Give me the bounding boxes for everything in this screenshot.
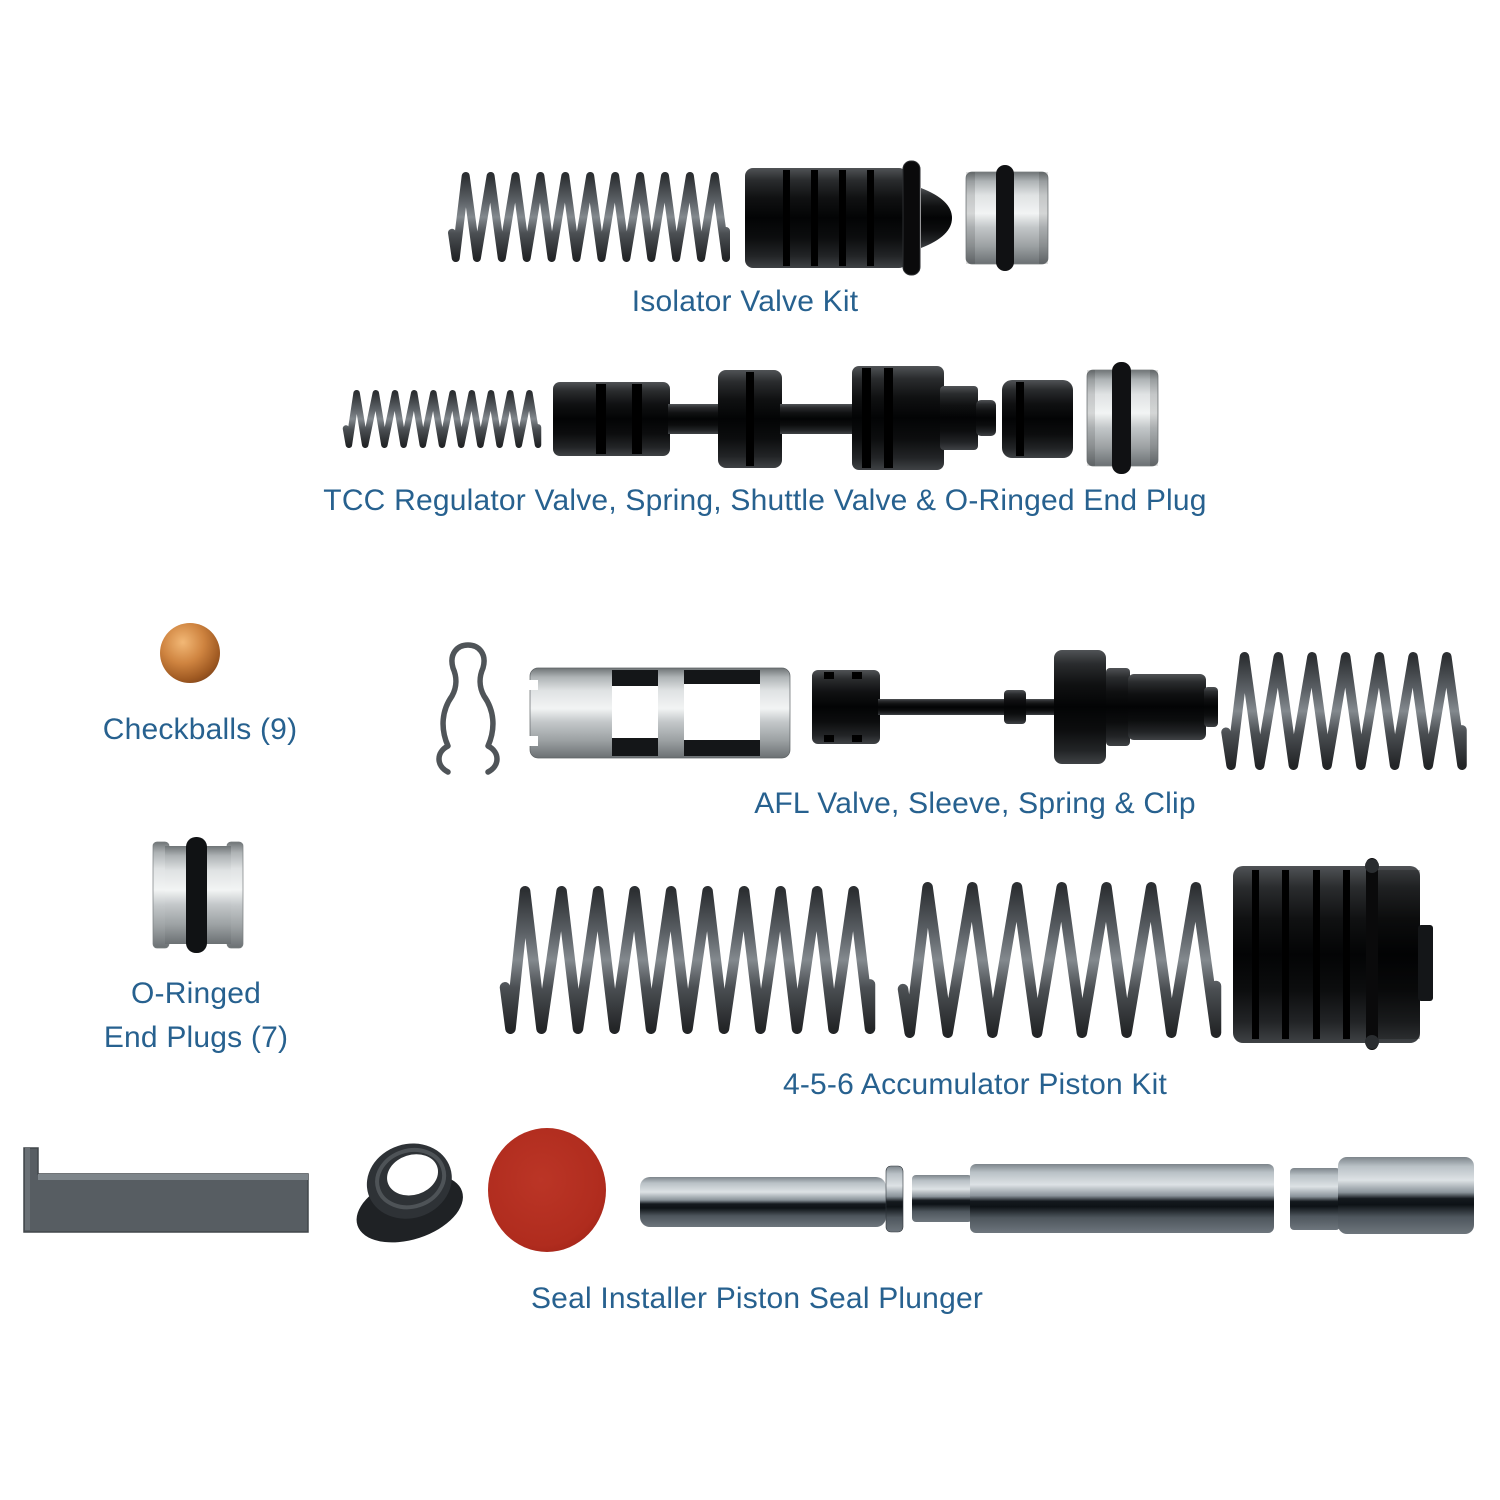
o-ringed-end-plugs-label-line2: End Plugs (7)	[103, 1021, 289, 1054]
tcc-regulator-label: TCC Regulator Valve, Spring, Shuttle Val…	[323, 484, 1207, 517]
isolator-end-plug	[965, 165, 1049, 271]
isolator-valve-kit-label: Isolator Valve Kit	[631, 285, 859, 318]
tcc-end-plug-o-ring	[1112, 362, 1131, 474]
seal-plunger-rod	[640, 1157, 1474, 1234]
isolator-end-plug-o-ring	[996, 165, 1014, 271]
tcc-shuttle-valve-tip	[976, 400, 996, 436]
isolator-valve	[745, 160, 952, 276]
isolator-spring	[448, 172, 730, 262]
grommet-hole	[387, 1154, 439, 1196]
accumulator-piston-kit-label: 4-5-6 Accumulator Piston Kit	[782, 1068, 1168, 1101]
end-plug-o-ring	[186, 837, 207, 953]
accumulator-piston	[1233, 858, 1433, 1050]
afl-clip	[436, 642, 500, 775]
plunger-flange	[885, 1165, 904, 1233]
tcc-regulator-group	[342, 362, 1159, 474]
afl-spring	[1221, 652, 1467, 770]
tcc-black-plug	[1002, 380, 1073, 458]
piston-nub	[1418, 925, 1433, 1001]
isolator-valve-tip	[921, 188, 952, 248]
accumulator-spring-1	[499, 886, 876, 1034]
piston-o-ring	[1366, 858, 1378, 1050]
o-ringed-end-plugs-label-line1: O-Ringed	[130, 977, 261, 1010]
checkballs-label: Checkballs (9)	[102, 713, 298, 746]
afl-group	[436, 642, 1467, 775]
afl-valve	[812, 650, 1218, 764]
o-ringed-end-plugs-label: O-Ringed End Plugs (7)	[104, 972, 288, 1060]
accumulator-group	[499, 858, 1433, 1050]
piston-seal	[488, 1128, 606, 1252]
afl-valve-label: AFL Valve, Sleeve, Spring & Clip	[754, 787, 1196, 820]
tcc-o-ringed-end-plug	[1086, 362, 1159, 474]
seal-installer-bar	[23, 1147, 309, 1233]
isolator-valve-o-ring	[902, 160, 921, 276]
tcc-regulator-valve	[553, 366, 996, 470]
piston-seal-grommet	[356, 1143, 463, 1243]
tcc-spring	[342, 390, 542, 448]
isolator-valve-kit-group	[448, 160, 1049, 276]
afl-valve-flange	[1054, 650, 1106, 764]
seal-installer-label: Seal Installer Piston Seal Plunger	[530, 1282, 984, 1315]
tcc-shuttle-valve-step	[940, 386, 978, 450]
afl-sleeve	[528, 667, 791, 759]
accumulator-spring-2	[897, 882, 1222, 1038]
o-ringed-end-plug	[152, 837, 244, 953]
checkball	[160, 623, 220, 683]
